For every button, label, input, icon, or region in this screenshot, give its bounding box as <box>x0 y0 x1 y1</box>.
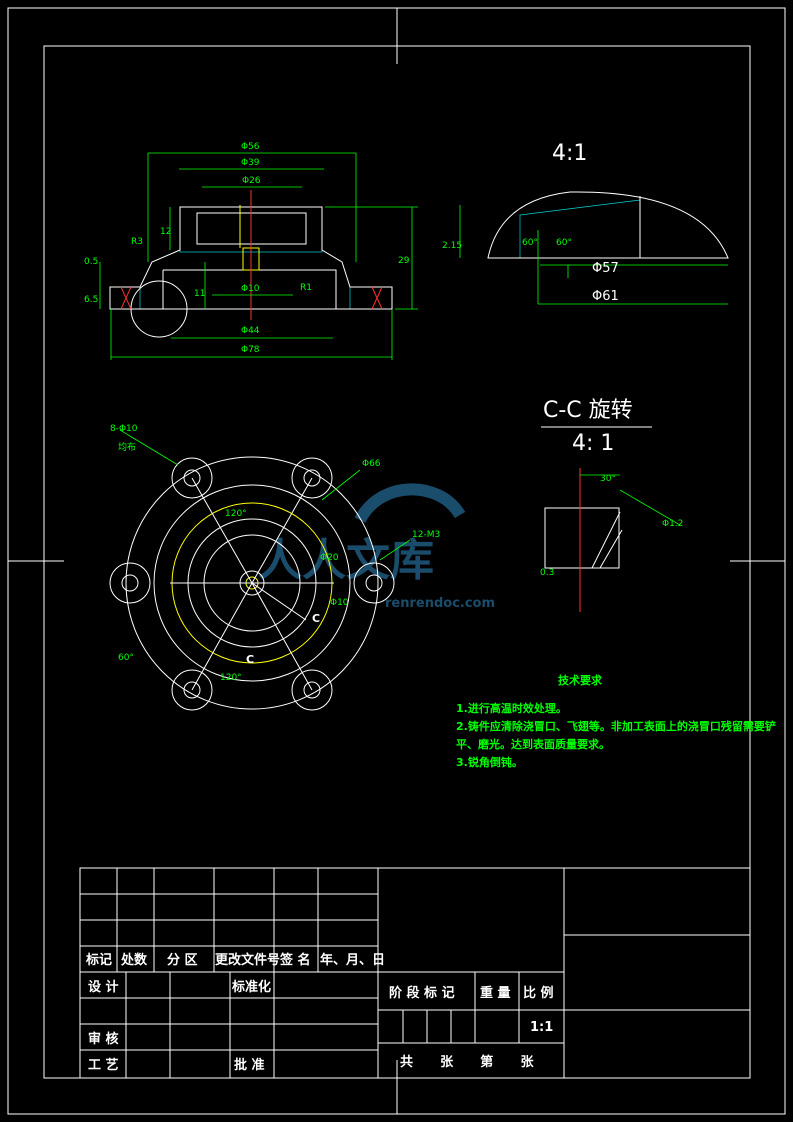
tb-docno: 更改文件号 <box>215 952 280 968</box>
tb-date: 年、月、日 <box>320 952 385 968</box>
dim-d26: Φ26 <box>242 176 261 186</box>
tech-line-3: 平、磨光。达到表面质量要求。 <box>456 737 610 751</box>
dim-d12: Φ1.2 <box>662 519 683 529</box>
dim-d57: Φ57 <box>592 261 619 276</box>
tb-mark: 标记 <box>85 952 112 968</box>
dim-d10-plan: Φ10 <box>330 598 349 608</box>
dim-v05: 0.5 <box>84 257 98 267</box>
tech-line-2: 2.铸件应清除浇冒口、飞翅等。非加工表面上的浇冒口残留需要铲 <box>456 719 776 733</box>
front-section-view: Φ56 Φ39 Φ26 Φ10 Φ44 Φ78 12 29 11 R3 R1 0… <box>84 142 418 360</box>
dim-holes-note: 均布 <box>118 441 136 453</box>
tech-line-4: 3.锐角倒钝。 <box>456 755 523 769</box>
tb-ratio-value: 1:1 <box>530 1020 553 1035</box>
technical-requirements: 技术要求 1.进行高温时效处理。 2.铸件应清除浇冒口、飞翅等。非加工表面上的浇… <box>456 673 776 769</box>
dim-d66: Φ66 <box>362 459 381 469</box>
dim-d78: Φ78 <box>241 345 260 355</box>
dim-d56: Φ56 <box>241 142 260 152</box>
dim-a60: 60° <box>118 653 134 663</box>
dim-r3: R3 <box>131 237 143 247</box>
watermark: 人人文库 renrendoc.com <box>258 483 495 611</box>
dim-v03: 0.3 <box>540 568 554 578</box>
tb-zone: 分 区 <box>167 952 198 968</box>
dim-v29: 29 <box>398 256 410 266</box>
dim-a120b: 120° <box>220 673 242 683</box>
dim-r1: R1 <box>300 283 312 293</box>
dim-d61: Φ61 <box>592 289 619 304</box>
dim-a30: 30° <box>600 474 616 484</box>
watermark-brand: 人人文库 <box>258 535 434 586</box>
tb-approve: 批 准 <box>234 1057 265 1073</box>
section-title: C-C 旋转 <box>543 398 633 423</box>
dim-d20: Φ20 <box>320 553 339 563</box>
dim-d44: Φ44 <box>241 326 260 336</box>
dim-v65: 6.5 <box>84 295 98 305</box>
dim-a60a: 60° <box>522 238 538 248</box>
dim-a60b: 60° <box>556 238 572 248</box>
tb-count: 处数 <box>120 952 148 968</box>
tb-weight: 重 量 <box>480 985 511 1001</box>
tb-ratio: 比 例 <box>523 985 554 1001</box>
tech-title: 技术要求 <box>558 673 603 687</box>
dim-v12: 12 <box>160 227 171 237</box>
detail-view-1: 4:1 2.15 60° 60° Φ57 Φ61 <box>442 141 729 305</box>
tb-sheets: 共 张 第 张 <box>400 1054 534 1070</box>
dim-v11: 11 <box>194 289 205 299</box>
tb-standard: 标准化 <box>231 979 271 995</box>
section-cc-view: C-C 旋转 4: 1 30° Φ1.2 0.3 <box>540 398 683 612</box>
dim-a120a: 120° <box>225 509 247 519</box>
section-scale: 4: 1 <box>572 431 614 456</box>
dim-thread: 12-M3 <box>412 530 440 540</box>
watermark-url: renrendoc.com <box>385 596 495 611</box>
dim-h215: 2.15 <box>442 241 462 251</box>
detail-scale-label: 4:1 <box>552 141 587 166</box>
dim-d10: Φ10 <box>241 284 260 294</box>
cut-label-c2: C <box>246 653 254 666</box>
tb-review: 审 核 <box>88 1031 119 1047</box>
title-block: 标记 处数 分 区 更改文件号 签 名 年、月、日 设 计 标准化 阶 段 标 … <box>79 867 751 1079</box>
tb-stage: 阶 段 标 记 <box>389 985 455 1001</box>
watermark-logo-icon <box>354 483 466 524</box>
tb-process: 工 艺 <box>88 1057 119 1073</box>
dim-holes: 8-Φ10 <box>110 424 138 434</box>
tb-sign: 签 名 <box>279 952 311 968</box>
tb-design: 设 计 <box>88 979 119 995</box>
dim-d39: Φ39 <box>241 158 260 168</box>
cut-label-c1: C <box>312 612 320 625</box>
tech-line-1: 1.进行高温时效处理。 <box>456 701 567 715</box>
plan-view: 8-Φ10 均布 Φ66 12-M3 Φ10 Φ20 120° 120° 60°… <box>109 424 440 711</box>
